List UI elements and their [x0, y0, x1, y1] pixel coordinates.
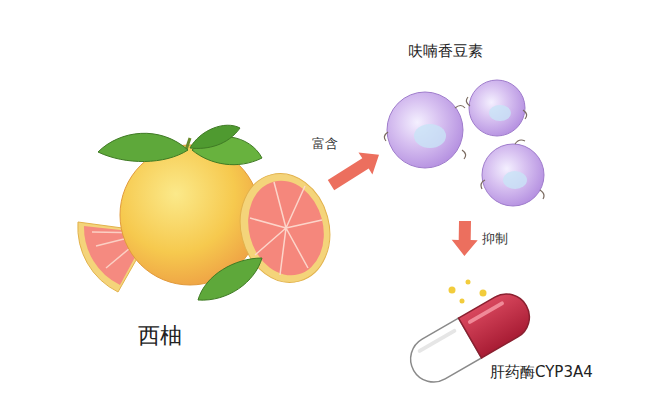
- grapefruit-whole: [98, 125, 262, 285]
- illustration-node: 西柚: [60, 95, 325, 360]
- node-label: 西柚: [138, 323, 182, 349]
- molecules: [384, 80, 544, 206]
- node-label: 呋喃香豆素: [408, 42, 483, 60]
- edge-label: 抑制: [480, 231, 510, 247]
- node-label: 肝药酶CYP3A4: [490, 363, 593, 381]
- block-arrow: [452, 221, 478, 256]
- edge-label: 富含: [310, 136, 340, 152]
- block-arrow: [328, 152, 379, 190]
- illustration-node: 肝药酶CYP3A4: [400, 262, 630, 387]
- particles: [449, 280, 487, 304]
- illustration-node: 呋喃香豆素: [385, 38, 560, 215]
- leaf: [198, 258, 262, 300]
